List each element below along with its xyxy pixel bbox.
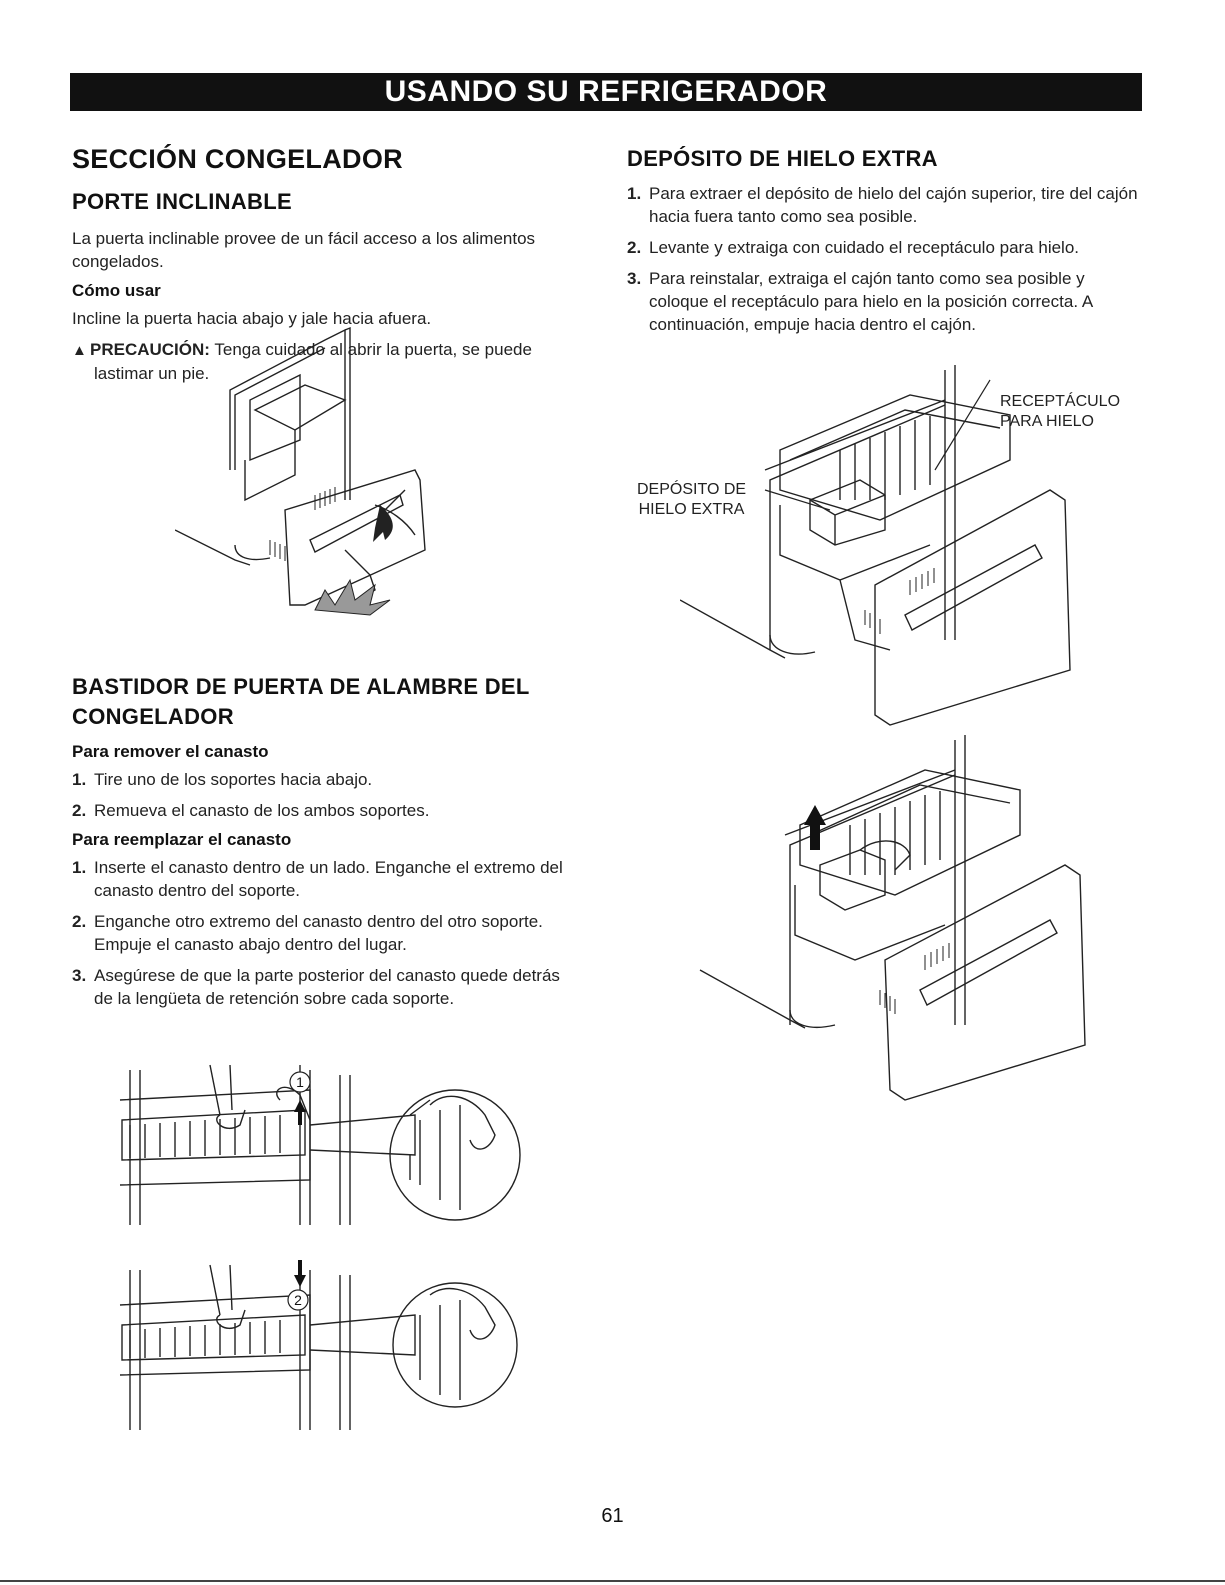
tilt-door-illustration (175, 300, 435, 630)
section-title: SECCIÓN CONGELADOR (72, 144, 403, 174)
tilt-door-intro: La puerta inclinable provee de un fácil … (72, 229, 536, 271)
list-item: 3.Asegúrese de que la parte posterior de… (72, 966, 560, 1008)
caution-text: Tenga cuidado al abrir la puerta, se pue… (94, 340, 532, 383)
warning-triangle-icon: ▲ (72, 342, 87, 359)
how-to-use-text: Incline la puerta hacia abajo y jale hac… (72, 309, 432, 328)
bottom-rule (0, 1580, 1225, 1582)
rack-title: BASTIDOR DE PUERTA DE ALAMBRE DEL CONGEL… (72, 674, 530, 729)
list-item: 1.Tire uno de los soportes hacia abajo. (72, 770, 373, 789)
page-banner: USANDO SU REFRIGERADOR (70, 73, 1142, 111)
caution-note: ▲PRECAUCIÓN: Tenga cuidado al abrir la p… (72, 338, 572, 385)
rack-section: BASTIDOR DE PUERTA DE ALAMBRE DEL CONGEL… (72, 672, 572, 1018)
list-item: 3.Para reinstalar, extraiga el cajón tan… (627, 269, 1093, 334)
callout-ice-receptacle: RECEPTÁCULO PARA HIELO (1000, 393, 1121, 430)
left-column: SECCIÓN CONGELADOR PORTE INCLINABLE La p… (72, 140, 572, 393)
extra-ice-bin-title: DEPÓSITO DE HIELO EXTRA (627, 146, 938, 171)
list-item: 2.Enganche otro extremo del canasto dent… (72, 912, 543, 954)
ice-bin-drawer-illustration (680, 340, 1100, 730)
list-item: 1.Inserte el canasto dentro de un lado. … (72, 858, 563, 900)
page-number: 61 (601, 1505, 624, 1527)
svg-text:1: 1 (296, 1074, 304, 1090)
tilt-door-title: PORTE INCLINABLE (72, 189, 292, 214)
list-item: 1.Para extraer el depósito de hielo del … (627, 184, 1138, 226)
step-badge-1: 1 (289, 1071, 311, 1093)
step-badge-2: 2 (287, 1289, 309, 1311)
callout-extra-ice-bin: DEPÓSITO DE HIELO EXTRA (637, 481, 747, 518)
replace-steps: 1.Inserte el canasto dentro de un lado. … (72, 856, 572, 1010)
extra-ice-bin-steps: 1.Para extraer el depósito de hielo del … (627, 182, 1147, 336)
replace-basket-title: Para reemplazar el canasto (72, 830, 292, 849)
caution-label: PRECAUCIÓN: (90, 340, 210, 359)
svg-text:2: 2 (294, 1292, 302, 1308)
remove-steps: 1.Tire uno de los soportes hacia abajo. … (72, 768, 572, 822)
right-column: DEPÓSITO DE HIELO EXTRA 1.Para extraer e… (627, 140, 1147, 344)
list-item: 2.Remueva el canasto de los ambos soport… (72, 801, 430, 820)
remove-basket-title: Para remover el canasto (72, 742, 269, 761)
list-item: 2.Levante y extraiga con cuidado el rece… (627, 238, 1080, 257)
basket-remove-illustration: 1 (110, 1060, 530, 1240)
basket-replace-illustration: 2 (110, 1255, 530, 1435)
ice-bin-lift-illustration (680, 735, 1100, 1105)
how-to-use-title: Cómo usar (72, 281, 161, 300)
